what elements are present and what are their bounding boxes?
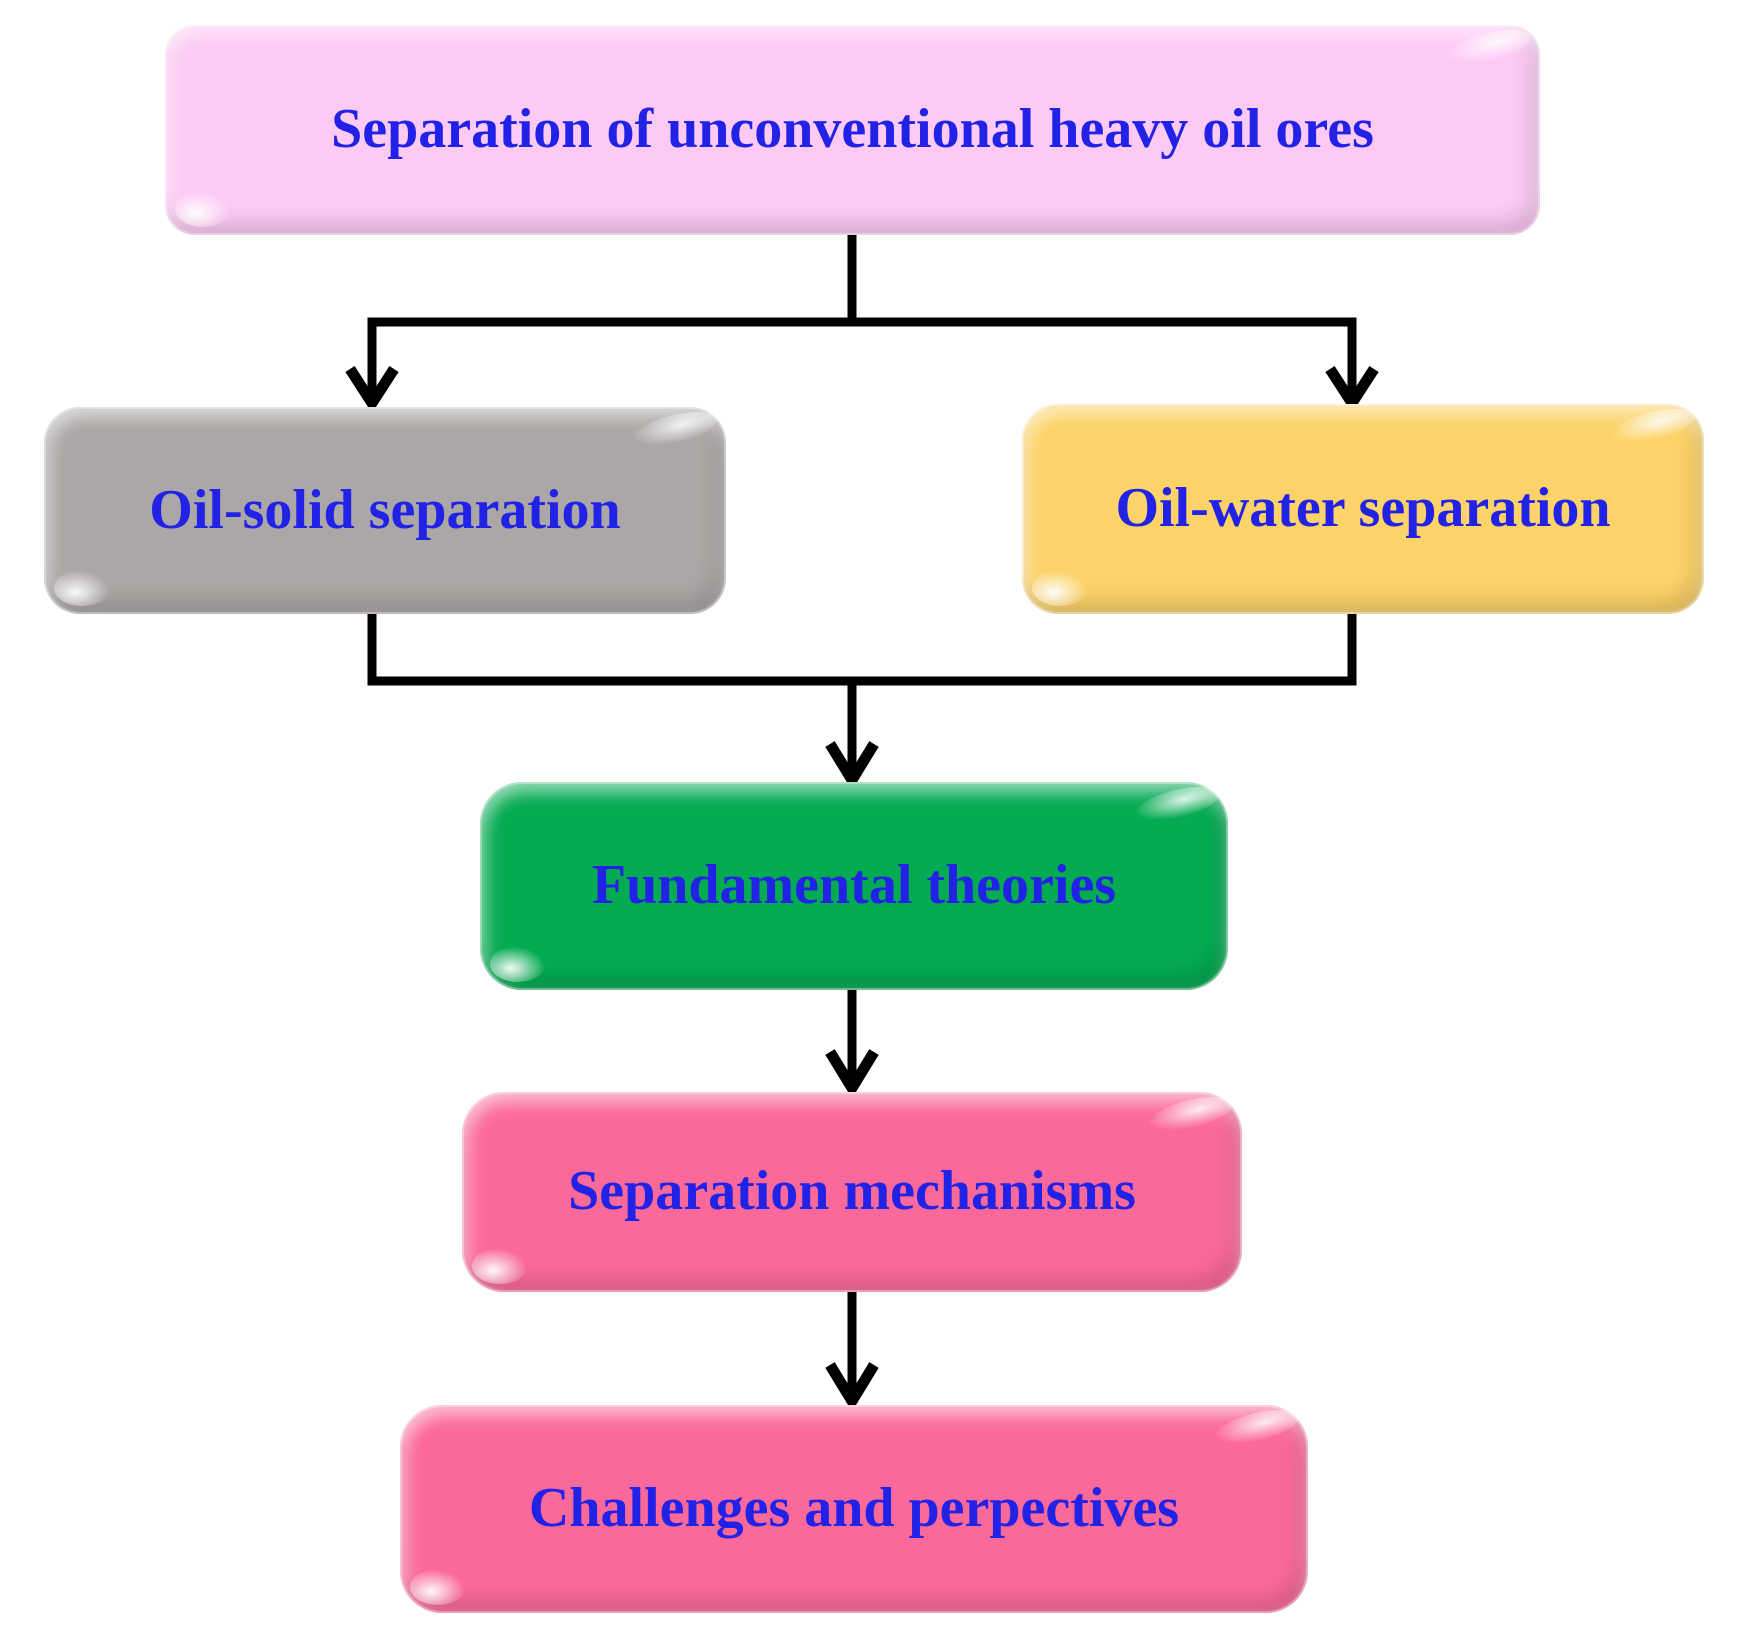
- node-oil-solid-label: Oil-solid separation: [149, 478, 621, 541]
- node-challenges-perpectives: Challenges and perpectives: [400, 1405, 1308, 1613]
- connector-branch-bar: [367, 317, 1357, 399]
- node-fundamental-label: Fundamental theories: [591, 854, 1117, 917]
- arrowhead-fundamental: [825, 741, 879, 791]
- arrowhead-oil-water: [1325, 366, 1379, 414]
- arrowhead-mechanisms: [825, 1049, 879, 1099]
- node-root-label: Separation of unconventional heavy oil o…: [331, 98, 1374, 161]
- node-oil-water-label: Oil-water separation: [1115, 477, 1611, 540]
- node-oil-solid-separation: Oil-solid separation: [44, 407, 726, 614]
- node-separation-mechanisms: Separation mechanisms: [462, 1092, 1242, 1292]
- node-oil-water-separation: Oil-water separation: [1022, 404, 1704, 614]
- node-mechanisms-label: Separation mechanisms: [568, 1160, 1136, 1223]
- arrowhead-challenges: [825, 1362, 879, 1412]
- node-root: Separation of unconventional heavy oil o…: [165, 25, 1540, 235]
- connector-merge-bar: [367, 610, 1357, 686]
- arrowhead-oil-solid: [345, 366, 399, 414]
- node-fundamental-theories: Fundamental theories: [480, 782, 1228, 990]
- node-challenges-label: Challenges and perpectives: [528, 1477, 1180, 1540]
